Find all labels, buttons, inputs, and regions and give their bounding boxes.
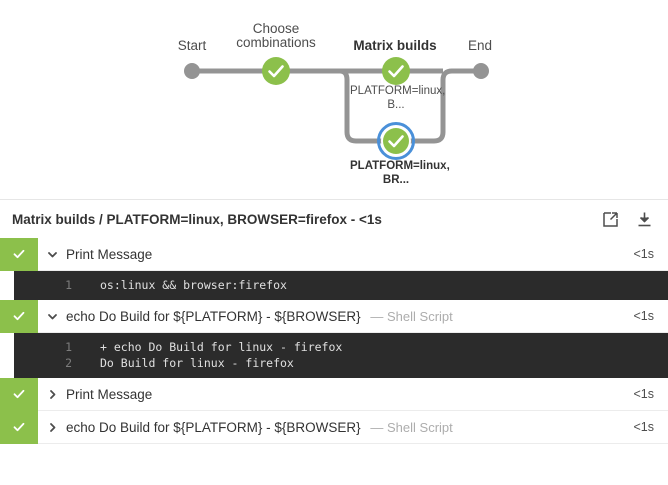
graph-node-label-branch-1: PLATFORM=linux, B... — [350, 85, 446, 111]
log-row-type-label: — Shell Script — [370, 308, 453, 324]
log-row-title-text: echo Do Build for ${PLATFORM} - ${BROWSE… — [66, 419, 361, 435]
stage-label-matrix-builds: Matrix builds — [353, 38, 437, 53]
console-line: 1 + echo Do Build for linux - firefox — [14, 339, 668, 355]
stage-label-choose-line1: Choose — [252, 21, 300, 36]
log-row-duration: <1s — [633, 420, 654, 434]
console-line-text: os:linux && browser:firefox — [100, 278, 287, 292]
status-badge-success — [0, 237, 38, 271]
chevron-right-icon[interactable] — [38, 389, 66, 400]
step-header-title: Matrix builds / PLATFORM=linux, BROWSER=… — [12, 211, 382, 227]
log-row[interactable]: Print Message <1s — [0, 377, 668, 411]
console-line: 2 Do Build for linux - firefox — [14, 355, 668, 371]
stage-label-end: End — [467, 38, 493, 53]
chevron-down-icon[interactable] — [38, 249, 66, 260]
log-row-title: echo Do Build for ${PLATFORM} - ${BROWSE… — [66, 420, 633, 435]
chevron-right-icon[interactable] — [38, 422, 66, 433]
connector-branch-lower-out — [396, 68, 481, 144]
graph-node-matrix-branch-2-selected[interactable] — [377, 122, 415, 160]
external-link-icon[interactable] — [600, 209, 620, 229]
log-row-duration: <1s — [633, 387, 654, 401]
log-row[interactable]: Print Message <1s — [0, 237, 668, 271]
stage-label-choose-line2: combinations — [236, 35, 316, 50]
graph-node-choose-combinations[interactable] — [262, 57, 290, 85]
download-icon[interactable] — [634, 209, 654, 229]
console-line-text: Do Build for linux - firefox — [100, 356, 294, 370]
log-row-type-label: — Shell Script — [370, 419, 453, 435]
status-badge-success — [0, 410, 38, 444]
log-row[interactable]: echo Do Build for ${PLATFORM} - ${BROWSE… — [0, 410, 668, 444]
console-line-number: 1 — [65, 340, 72, 354]
console-line-number: 2 — [65, 356, 72, 370]
stage-label-start: Start — [177, 38, 207, 53]
log-row-duration: <1s — [633, 247, 654, 261]
log-row[interactable]: echo Do Build for ${PLATFORM} - ${BROWSE… — [0, 299, 668, 333]
console-output: 1 os:linux && browser:firefox — [14, 271, 668, 300]
pipeline-graph: Start Choose combinations Matrix builds … — [0, 0, 668, 199]
console-line: 1 os:linux && browser:firefox — [14, 277, 668, 293]
status-badge-success — [0, 299, 38, 333]
step-header-actions — [600, 209, 654, 229]
graph-log-divider — [0, 199, 668, 200]
console-line-text: + echo Do Build for linux - firefox — [100, 340, 343, 354]
console-output: 1 + echo Do Build for linux - firefox 2 … — [14, 333, 668, 378]
graph-node-label-branch-2: PLATFORM=linux, BR... — [350, 160, 450, 186]
chevron-down-icon[interactable] — [38, 311, 66, 322]
graph-node-end[interactable] — [473, 63, 489, 79]
graph-node-start[interactable] — [184, 63, 200, 79]
log-row-title-text: Print Message — [66, 386, 153, 402]
log-row-title: Print Message — [66, 387, 633, 402]
log-row-title: Print Message — [66, 247, 633, 262]
log-row-title: echo Do Build for ${PLATFORM} - ${BROWSE… — [66, 309, 633, 324]
log-row-duration: <1s — [633, 309, 654, 323]
log-row-title-text: echo Do Build for ${PLATFORM} - ${BROWSE… — [66, 308, 361, 324]
step-header: Matrix builds / PLATFORM=linux, BROWSER=… — [0, 200, 668, 238]
status-badge-success — [0, 377, 38, 411]
connector-branch-lower-in — [339, 68, 396, 144]
pipeline-graph-svg — [184, 57, 489, 160]
stage-label-choose-combinations: Choose combinations — [221, 22, 331, 50]
step-log-list: Print Message <1s 1 os:linux && browser:… — [0, 237, 668, 444]
console-line-number: 1 — [65, 278, 72, 292]
graph-node-matrix-branch-1[interactable] — [382, 57, 410, 85]
log-row-title-text: Print Message — [66, 246, 153, 262]
